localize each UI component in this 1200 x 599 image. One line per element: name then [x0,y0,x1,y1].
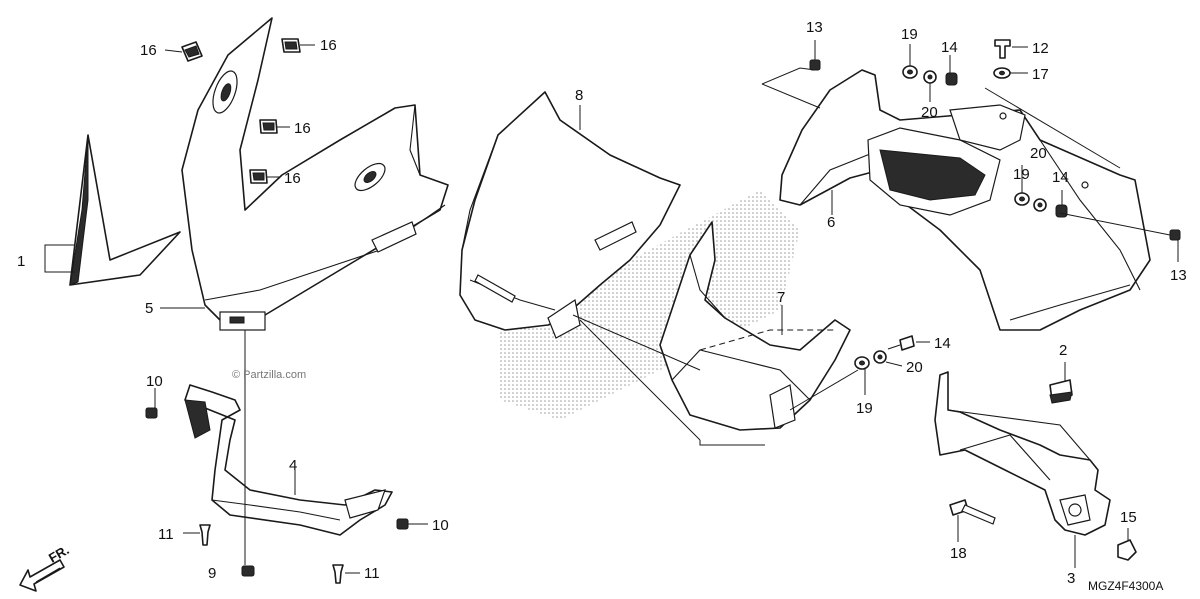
part-15-nut[interactable] [1117,539,1137,561]
front-direction-label: FR. [46,542,72,565]
part-3-stay[interactable] [934,371,1111,536]
callout-20-b: 20 [1030,145,1047,162]
callout-15: 15 [1120,509,1137,526]
callout-11-a: 11 [158,526,174,543]
callout-13-a: 13 [806,19,823,36]
part-17-washer[interactable] [993,67,1011,79]
callout-1: 1 [17,253,25,270]
part-6-inner-panel[interactable] [779,69,1151,331]
callout-20-a: 20 [921,104,938,121]
callout-16-b: 16 [320,37,337,54]
callout-10-b: 10 [432,517,449,534]
part-20-washer-c[interactable] [873,350,887,364]
part-13-bolt-b[interactable] [1169,229,1181,241]
callout-6: 6 [827,214,835,231]
watermark: © Partzilla.com [232,369,306,381]
callout-3: 3 [1067,570,1075,587]
part-20-washer-a[interactable] [923,70,937,84]
part-20-washer-b[interactable] [1033,198,1047,212]
part-19-washer-c[interactable] [854,356,870,370]
part-7-inner-cover[interactable] [659,221,851,431]
callout-17: 17 [1032,66,1049,83]
part-16-clip-a[interactable] [181,41,203,62]
callout-14-c: 14 [934,335,951,352]
callout-16-c: 16 [294,120,311,137]
callout-19-b: 19 [1013,166,1030,183]
callout-16-a: 16 [140,42,157,59]
callout-12: 12 [1032,40,1049,57]
part-13-bolt-a[interactable] [809,40,821,71]
part-14-nut-b[interactable] [1055,204,1068,218]
part-19-washer-b[interactable] [1014,192,1030,206]
part-2-grommet[interactable] [1049,379,1073,404]
part-8-windscreen[interactable] [459,91,681,339]
part-14-bolt-c[interactable] [887,335,915,351]
part-12-screw[interactable] [994,39,1011,59]
part-16-clip-b[interactable] [281,38,301,53]
callout-8: 8 [575,87,583,104]
callout-13-b: 13 [1170,267,1187,284]
callout-19-a: 19 [901,26,918,43]
part-19-washer-a[interactable] [902,65,918,79]
callout-11-b: 11 [364,565,380,582]
part-10-screw-a[interactable] [145,407,158,419]
leader-lines [44,44,1179,574]
halftone-background [500,190,800,420]
part-11-rivet-a[interactable] [199,524,211,546]
callout-10-a: 10 [146,373,163,390]
callout-14-a: 14 [941,39,958,56]
part-10-screw-b[interactable] [396,518,409,530]
callout-9: 9 [208,565,216,582]
diagram-code: MGZ4F4300A [1088,579,1163,593]
callout-19-c: 19 [856,400,873,417]
front-direction-arrow: FR. [19,542,72,592]
callout-16-d: 16 [284,170,301,187]
callout-numbers: 1 5 16 16 16 16 10 4 10 11 9 11 8 7 6 13… [17,19,1187,587]
callout-7: 7 [777,289,785,306]
callout-4: 4 [289,457,297,474]
part-16-clip-c[interactable] [259,119,278,134]
part-4-under-cowl[interactable] [184,384,393,536]
part-1-side-strip[interactable] [69,134,181,286]
part-16-clip-d[interactable] [249,169,268,184]
part-11-rivet-b[interactable] [332,564,344,584]
callout-14-b: 14 [1052,169,1069,186]
callout-18: 18 [950,545,967,562]
callout-2: 2 [1059,342,1067,359]
part-18-bolt[interactable] [949,499,996,525]
callout-5: 5 [145,300,153,317]
callout-20-c: 20 [906,359,923,376]
part-14-nut-a[interactable] [945,72,958,86]
part-5-upper-cowl[interactable] [181,17,449,331]
part-9-screw[interactable] [241,565,255,577]
